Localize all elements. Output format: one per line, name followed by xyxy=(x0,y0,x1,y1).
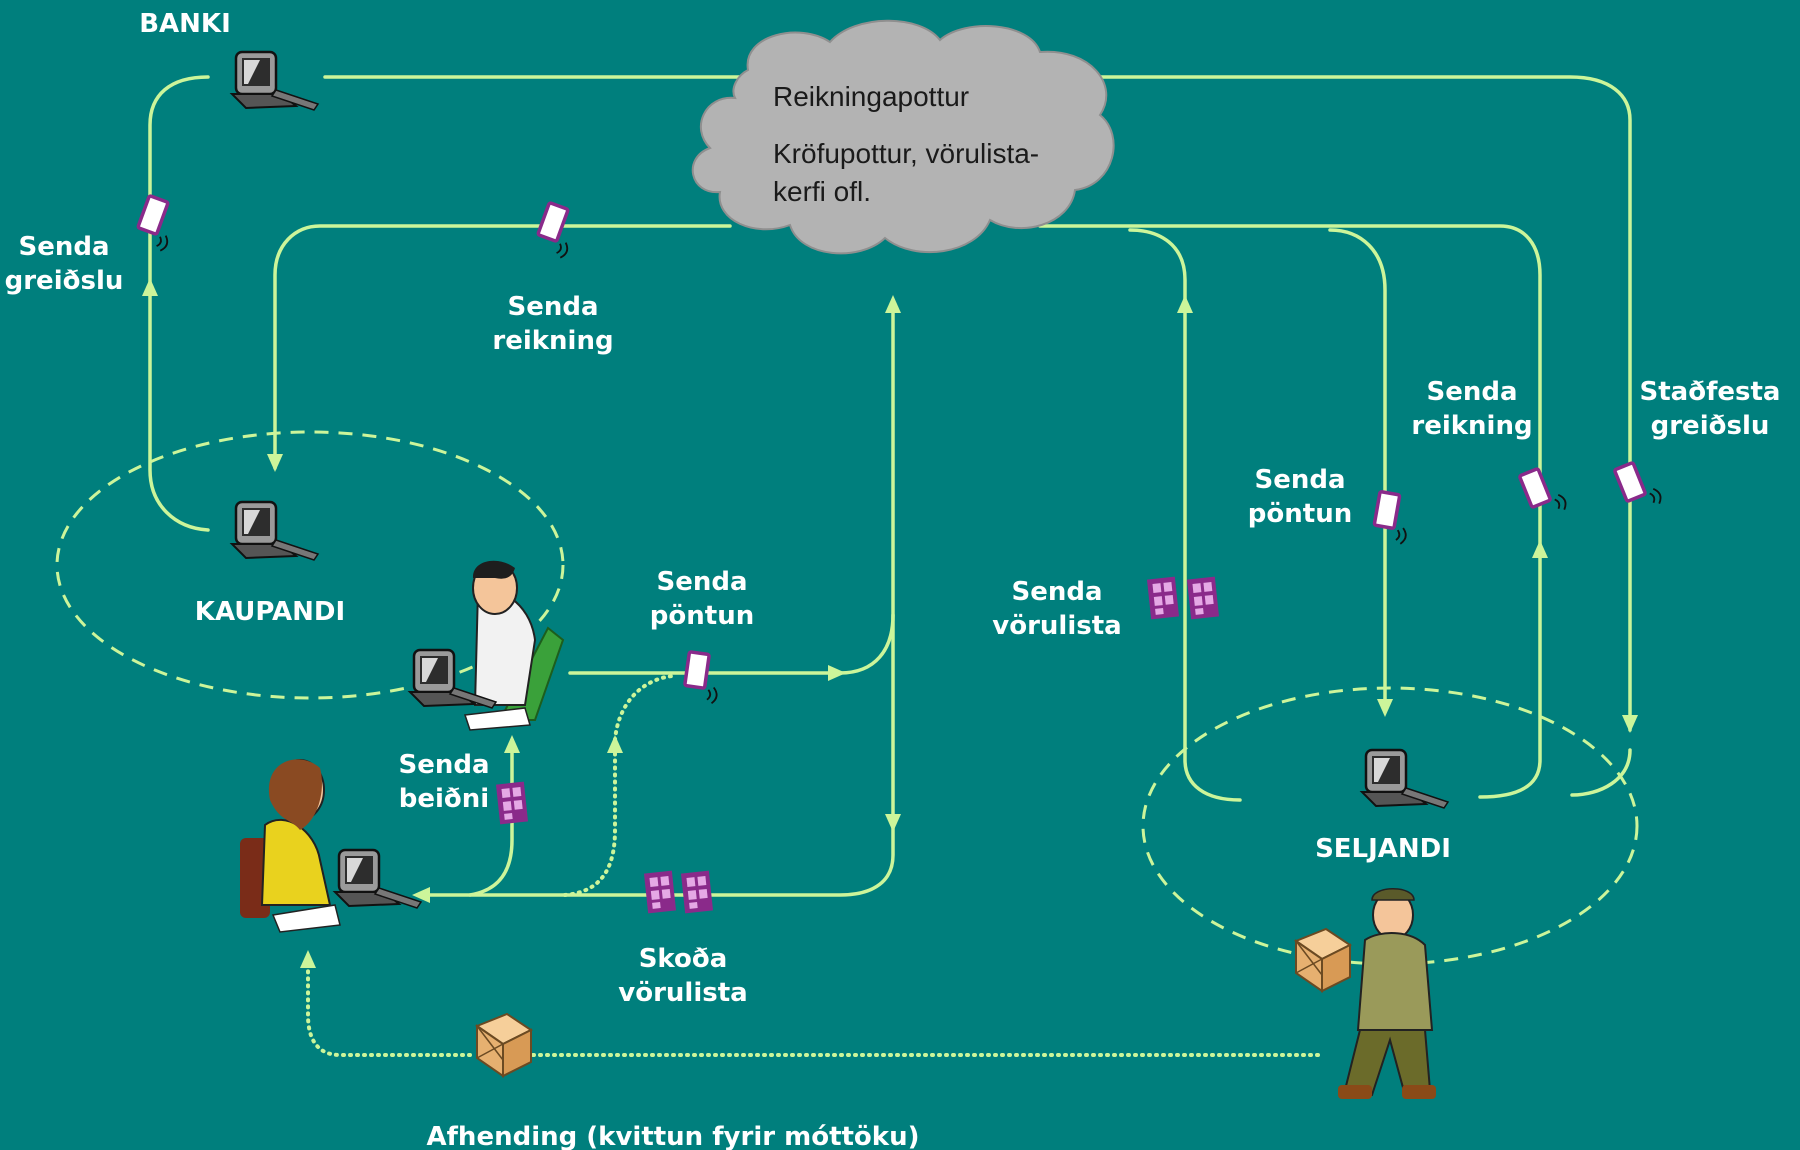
send-invoice-buyer-label-2: reikning xyxy=(492,326,613,356)
buyer-computer-icon xyxy=(230,500,320,562)
send-payment-label-2: greiðslu xyxy=(5,266,124,296)
catalog-icon xyxy=(1186,576,1220,620)
catalog-icon xyxy=(1146,576,1180,620)
package-icon xyxy=(476,1013,532,1077)
send-order-buyer-label-1: Senda xyxy=(656,567,747,597)
buyer-zone xyxy=(55,430,565,700)
buyer-woman-icon xyxy=(240,759,423,933)
document-icon xyxy=(1370,489,1415,547)
cloud-line-2a: Kröfupottur, vörulista- xyxy=(773,138,1039,169)
send-catalog-label-1: Senda xyxy=(1011,577,1102,607)
send-order-seller-label-2: pöntun xyxy=(1248,499,1352,529)
document-icon xyxy=(1612,455,1665,517)
cloud-icon xyxy=(691,19,1115,255)
send-catalog-label-2: vörulista xyxy=(992,611,1121,641)
send-request-label-1: Senda xyxy=(398,750,489,780)
view-catalog-label-1: Skoða xyxy=(639,944,728,974)
dotted-lines xyxy=(306,674,1320,1057)
seller-computer-icon xyxy=(1360,748,1450,810)
view-catalog-label-2: vörulista xyxy=(618,978,747,1008)
bank-label: BANKI xyxy=(139,9,231,39)
bank-computer-icon xyxy=(230,50,320,112)
document-icon xyxy=(681,650,724,706)
catalog-icon xyxy=(680,870,714,914)
catalog-icon xyxy=(495,781,529,825)
send-invoice-seller-label-2: reikning xyxy=(1411,411,1532,441)
send-order-buyer-label-2: pöntun xyxy=(650,601,754,631)
delivery-label: Afhending (kvittun fyrir móttöku) xyxy=(427,1122,920,1150)
seller-zone xyxy=(1141,686,1639,966)
flow-lines xyxy=(148,75,1632,897)
send-order-seller-label-1: Senda xyxy=(1254,465,1345,495)
send-invoice-buyer-label-1: Senda xyxy=(507,292,598,322)
buyer-label: KAUPANDI xyxy=(195,597,345,627)
document-icon xyxy=(131,193,183,254)
send-invoice-seller-label-1: Senda xyxy=(1426,377,1517,407)
document-icon xyxy=(1517,461,1570,523)
cloud-line-2b: kerfi ofl. xyxy=(773,176,871,207)
seller-courier-icon xyxy=(1295,888,1436,1099)
arrowheads xyxy=(142,278,1638,968)
cloud-line-1: Reikningapottur xyxy=(773,81,969,112)
seller-label: SELJANDI xyxy=(1315,834,1451,864)
documents xyxy=(131,193,1665,706)
catalog-icon xyxy=(643,870,677,914)
buyer-person-icon xyxy=(408,560,565,731)
confirm-payment-label-2: greiðslu xyxy=(1651,411,1770,441)
document-icon xyxy=(531,200,583,261)
send-request-label-2: beiðni xyxy=(399,784,489,814)
send-payment-label-1: Senda xyxy=(18,232,109,262)
confirm-payment-label-1: Staðfesta xyxy=(1640,377,1781,407)
